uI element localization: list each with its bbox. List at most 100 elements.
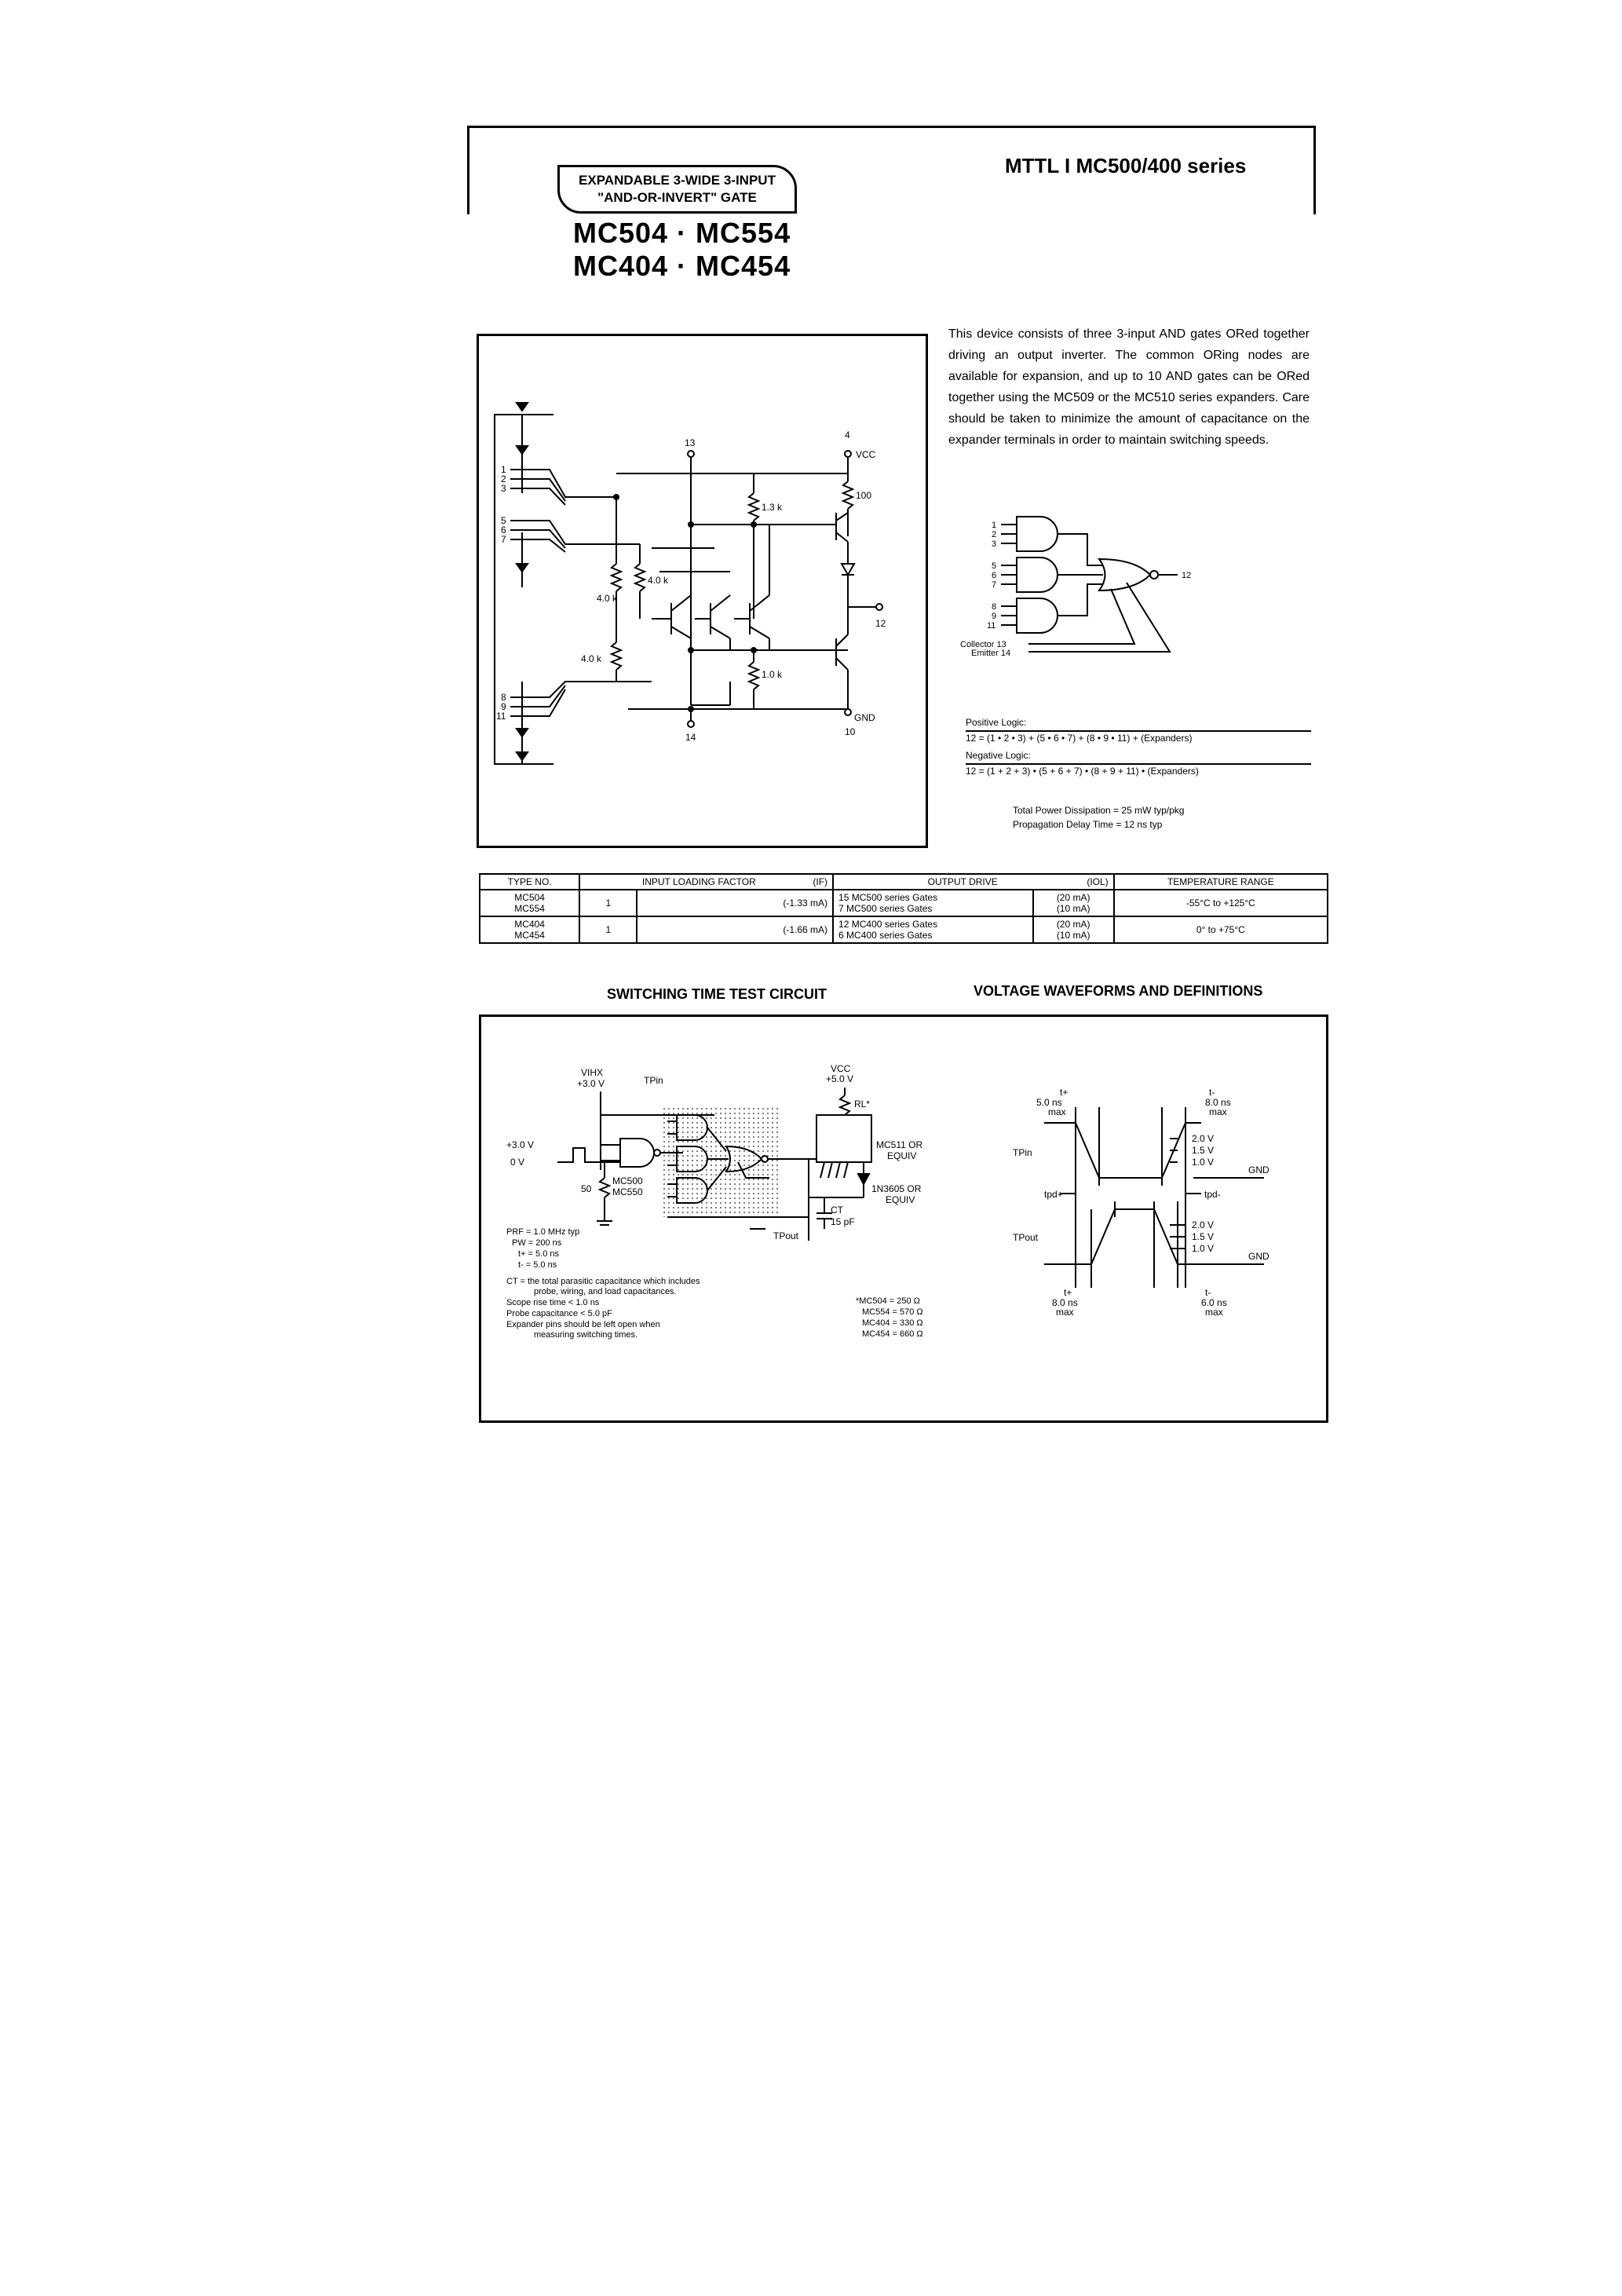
rl-value-1: *MC504 = 250 Ω bbox=[856, 1296, 920, 1306]
header-temperature: TEMPERATURE RANGE bbox=[1112, 873, 1329, 890]
logic-in-3: 3 bbox=[992, 539, 996, 549]
table-row: MC404 MC454 1 (-1.66 mA) 12 MC400 series… bbox=[478, 916, 1329, 944]
tpout-label: TPout bbox=[773, 1230, 799, 1241]
pin-14-label: 14 bbox=[685, 732, 696, 743]
pw-label: PW = 200 ns bbox=[512, 1238, 562, 1248]
row2-drive-a: 12 MC400 series Gates bbox=[838, 919, 938, 930]
plus5v-label: +5.0 V bbox=[826, 1073, 853, 1084]
part-numbers-line1: MC504 · MC554 bbox=[573, 217, 791, 249]
switching-test-circuit: VIHX +3.0 V TPin VCC +5.0 V RL* +3.0 V 0… bbox=[506, 1063, 923, 1340]
resistor-4k-a-label: 4.0 k bbox=[597, 593, 618, 604]
mc500-label: MC500 bbox=[612, 1175, 643, 1186]
wave-tpout-label: TPout bbox=[1013, 1232, 1039, 1243]
propagation-delay: Propagation Delay Time = 12 ns typ bbox=[1013, 819, 1163, 830]
series-title: MTTL I MC500/400 series bbox=[1005, 154, 1247, 177]
resistor-100-label: 100 bbox=[856, 490, 871, 501]
input-1-label: 1 bbox=[501, 464, 506, 475]
input-9-label: 9 bbox=[501, 701, 506, 712]
resistor-1k-label: 1.0 k bbox=[762, 669, 783, 680]
logic-in-2: 2 bbox=[992, 530, 996, 539]
spec-table: TYPE NO. INPUT LOADING FACTOR (IF) OUTPU… bbox=[478, 873, 1329, 944]
row2-load: 1 bbox=[579, 916, 638, 944]
gate-title-line2: "AND-OR-INVERT" GATE bbox=[597, 190, 757, 205]
wave-tplus-label: t+ bbox=[1060, 1087, 1068, 1098]
row2-iol-b: (10 mA) bbox=[1056, 930, 1090, 941]
gate-title-line1: EXPANDABLE 3-WIDE 3-INPUT bbox=[579, 173, 776, 188]
positive-logic-label: Positive Logic: bbox=[966, 717, 1027, 728]
collector-label: Collector 13 bbox=[960, 640, 1006, 649]
wave-v20b-label: 2.0 V bbox=[1192, 1219, 1214, 1230]
wave-v10a-label: 1.0 V bbox=[1192, 1157, 1214, 1168]
pulse-high-label: +3.0 V bbox=[506, 1139, 534, 1150]
logic-in-1: 1 bbox=[992, 521, 996, 530]
pin-4-label: 4 bbox=[845, 430, 850, 441]
wave-gnd1-label: GND bbox=[1248, 1164, 1269, 1175]
positive-logic-equation: 12 = (1 • 2 • 3) + (5 • 6 • 7) + (8 • 9 … bbox=[966, 730, 1311, 745]
rl-value-2: MC554 = 570 Ω bbox=[862, 1307, 923, 1317]
logic-in-8: 8 bbox=[992, 602, 996, 612]
row2-iol-a: (20 mA) bbox=[1056, 919, 1090, 930]
wave-tpdminus-label: tpd- bbox=[1204, 1189, 1221, 1200]
power-dissipation: Total Power Dissipation = 25 mW typ/pkg bbox=[1013, 805, 1185, 816]
header-if: (IF) bbox=[813, 876, 828, 887]
vihx-label: VIHX bbox=[581, 1067, 603, 1078]
wave-tminus-label: t- bbox=[1209, 1087, 1215, 1098]
input-7-label: 7 bbox=[501, 534, 506, 545]
switching-circuit-title: SWITCHING TIME TEST CIRCUIT bbox=[607, 986, 827, 1002]
header-iol: (IOL) bbox=[1087, 876, 1109, 887]
vcc-label: VCC bbox=[856, 449, 876, 460]
row2-drive: 12 MC400 series Gates 6 MC400 series Gat… bbox=[832, 916, 1034, 944]
wave-max1-label: max bbox=[1048, 1106, 1066, 1117]
note-scope: Scope rise time < 1.0 ns bbox=[506, 1298, 600, 1307]
logic-in-5: 5 bbox=[992, 561, 996, 571]
ct-label: CT bbox=[831, 1205, 844, 1216]
waveform-title: VOLTAGE WAVEFORMS AND DEFINITIONS bbox=[974, 983, 1263, 999]
logic-out-12: 12 bbox=[1182, 571, 1191, 580]
row2-temp: 0° to +75°C bbox=[1112, 916, 1329, 944]
tr-label: t+ = 5.0 ns bbox=[518, 1249, 559, 1259]
circuit-schematic: 13 4 VCC 1.3 k 100 4.0 k 4.0 k 4.0 k 1.0… bbox=[494, 402, 886, 765]
tpin-label: TPin bbox=[644, 1075, 663, 1086]
emitter-label: Emitter 14 bbox=[971, 649, 1010, 658]
row1-temp: -55°C to +125°C bbox=[1112, 889, 1329, 917]
row1-drive-b: 7 MC500 series Gates bbox=[838, 903, 933, 914]
row1-iol-a: (20 mA) bbox=[1056, 892, 1090, 903]
row2-drive-b: 6 MC400 series Gates bbox=[838, 930, 933, 941]
header-input-loading: INPUT LOADING FACTOR (IF) bbox=[579, 873, 835, 890]
table-row: MC504 MC554 1 (-1.33 mA) 15 MC500 series… bbox=[478, 889, 1329, 917]
wave-t5-label: 5.0 ns bbox=[1036, 1097, 1062, 1108]
part-numbers-line2: MC404 · MC454 bbox=[573, 250, 791, 282]
device-description: This device consists of three 3-input AN… bbox=[948, 327, 1310, 447]
wave-t8a-label: 8.0 ns bbox=[1205, 1097, 1231, 1108]
note-expander-b: measuring switching times. bbox=[534, 1330, 637, 1340]
wave-tminus2-label: t- bbox=[1205, 1287, 1211, 1298]
equiv2-label: EQUIV bbox=[886, 1194, 915, 1205]
r50-label: 50 bbox=[581, 1183, 592, 1194]
row1-current: (-1.33 mA) bbox=[637, 889, 835, 917]
negative-logic-label: Negative Logic: bbox=[966, 750, 1031, 761]
mc511-label: MC511 OR bbox=[876, 1139, 922, 1150]
wave-gnd2-label: GND bbox=[1248, 1251, 1269, 1262]
logic-in-9: 9 bbox=[992, 612, 996, 621]
wave-tpin-label: TPin bbox=[1013, 1147, 1032, 1158]
pulse-low-label: 0 V bbox=[510, 1157, 524, 1168]
diode-label: 1N3605 OR bbox=[871, 1183, 922, 1194]
wave-t6-label: 6.0 ns bbox=[1201, 1297, 1227, 1308]
row1-load: 1 bbox=[579, 889, 638, 917]
wave-max4-label: max bbox=[1205, 1307, 1223, 1318]
note-expander: Expander pins should be left open when bbox=[506, 1320, 660, 1329]
wave-v20a-label: 2.0 V bbox=[1192, 1133, 1214, 1144]
resistor-4k-b-label: 4.0 k bbox=[648, 575, 669, 586]
wave-max3-label: max bbox=[1056, 1307, 1074, 1318]
schematic-frame: 13 4 VCC 1.3 k 100 4.0 k 4.0 k 4.0 k 1.0… bbox=[477, 334, 928, 848]
gate-title-tab: EXPANDABLE 3-WIDE 3-INPUT "AND-OR-INVERT… bbox=[557, 165, 797, 214]
test-circuit-frame bbox=[479, 1015, 1328, 1423]
row1-types: MC504 MC554 bbox=[478, 889, 581, 917]
wave-tpdplus-label: tpd+ bbox=[1044, 1189, 1063, 1200]
input-11-label: 11 bbox=[496, 711, 506, 722]
row1-drive-a: 15 MC500 series Gates bbox=[838, 892, 938, 903]
header-output-drive: OUTPUT DRIVE (IOL) bbox=[832, 873, 1115, 890]
logic-in-11: 11 bbox=[987, 621, 995, 631]
voltage-waveforms: t+ 5.0 ns max t- 8.0 ns max TPin 2.0 V 1… bbox=[1013, 1087, 1269, 1318]
row1-iol-b: (10 mA) bbox=[1056, 903, 1090, 914]
